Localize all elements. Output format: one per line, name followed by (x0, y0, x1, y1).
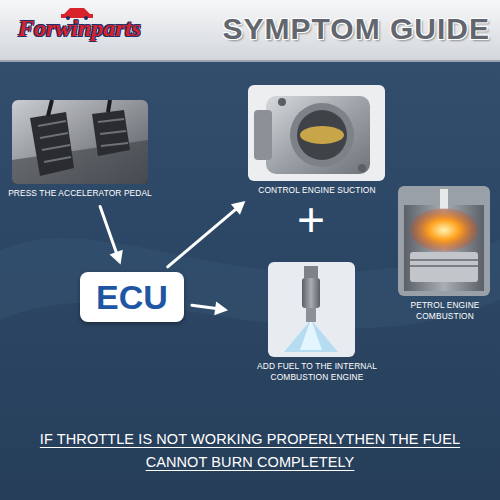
box-label: ECU (96, 280, 168, 314)
arrow-head (110, 250, 123, 265)
arrow-line (100, 206, 117, 255)
pedal-arm (108, 100, 110, 112)
combustion-flame (410, 208, 478, 252)
arrow-line (192, 305, 218, 309)
bolt (278, 98, 286, 106)
step-caption: PETROL ENGINE COMBUSTION (396, 300, 494, 322)
pedal (30, 112, 74, 176)
pedal-rib (101, 143, 128, 146)
arrow-line (168, 208, 238, 267)
flow-arrow (168, 201, 246, 267)
throttle-flange (290, 103, 354, 167)
piston-ring (410, 259, 478, 261)
pedal-rib (42, 145, 70, 150)
piston-ring (410, 265, 478, 267)
pedal-rib (44, 157, 71, 162)
fuel-spray (300, 322, 322, 350)
piston (410, 252, 478, 282)
throttle-actuator (254, 110, 272, 160)
pedal-rib (100, 131, 126, 134)
pedal-arm (48, 100, 52, 116)
throttle-step: CONTROL ENGINE SUCTION (242, 85, 392, 196)
brand-logo: Forwinparts (18, 15, 141, 42)
combustion-photo (398, 186, 490, 296)
injector-nozzle (306, 308, 316, 322)
ecu-box: ECU (80, 272, 184, 322)
step-caption: CONTROL ENGINE SUCTION (242, 185, 392, 196)
injector-photo (268, 262, 355, 357)
pedal (92, 110, 130, 156)
injector-body (302, 278, 320, 308)
title-text: SYMPTOM GUIDE (223, 12, 490, 46)
plus-sign: + (291, 196, 331, 244)
pedal-photo (12, 100, 148, 184)
injector-photo (268, 262, 355, 357)
pedal-rib (98, 119, 124, 122)
injector-top (304, 266, 318, 278)
flow-arrow (192, 301, 228, 315)
arrow-head (231, 201, 245, 215)
header-band (0, 0, 500, 62)
header-rule (0, 60, 500, 62)
throttle-body (266, 96, 370, 174)
combustion-photo (398, 186, 490, 296)
arrow-head (214, 301, 228, 315)
combustion-step: PETROL ENGINE COMBUSTION (396, 186, 494, 322)
throttle-photo (248, 85, 385, 181)
step-caption: ADD FUEL TO THE INTERNAL COMBUSTION ENGI… (236, 361, 398, 383)
spark-plug (440, 189, 448, 209)
header-band (0, 0, 500, 60)
bolt (358, 164, 366, 172)
pedal-photo (12, 100, 148, 184)
pedal-rib (40, 133, 68, 138)
pedal-step: PRESS THE ACCELERATOR PEDAL (5, 100, 155, 199)
throttle-bore (297, 110, 347, 160)
caption-text: IF THROTTLE IS NOT WORKING PROPERLYTHEN … (27, 428, 473, 474)
flow-arrow (100, 206, 123, 264)
step-caption: PRESS THE ACCELERATOR PEDAL (5, 188, 155, 199)
pedal-rib (38, 121, 66, 126)
throttle-plate (300, 126, 344, 144)
fuel-spray (284, 322, 338, 352)
injector-step: ADD FUEL TO THE INTERNAL COMBUSTION ENGI… (236, 262, 398, 383)
throttle-photo (248, 85, 385, 181)
cylinder (404, 205, 484, 291)
